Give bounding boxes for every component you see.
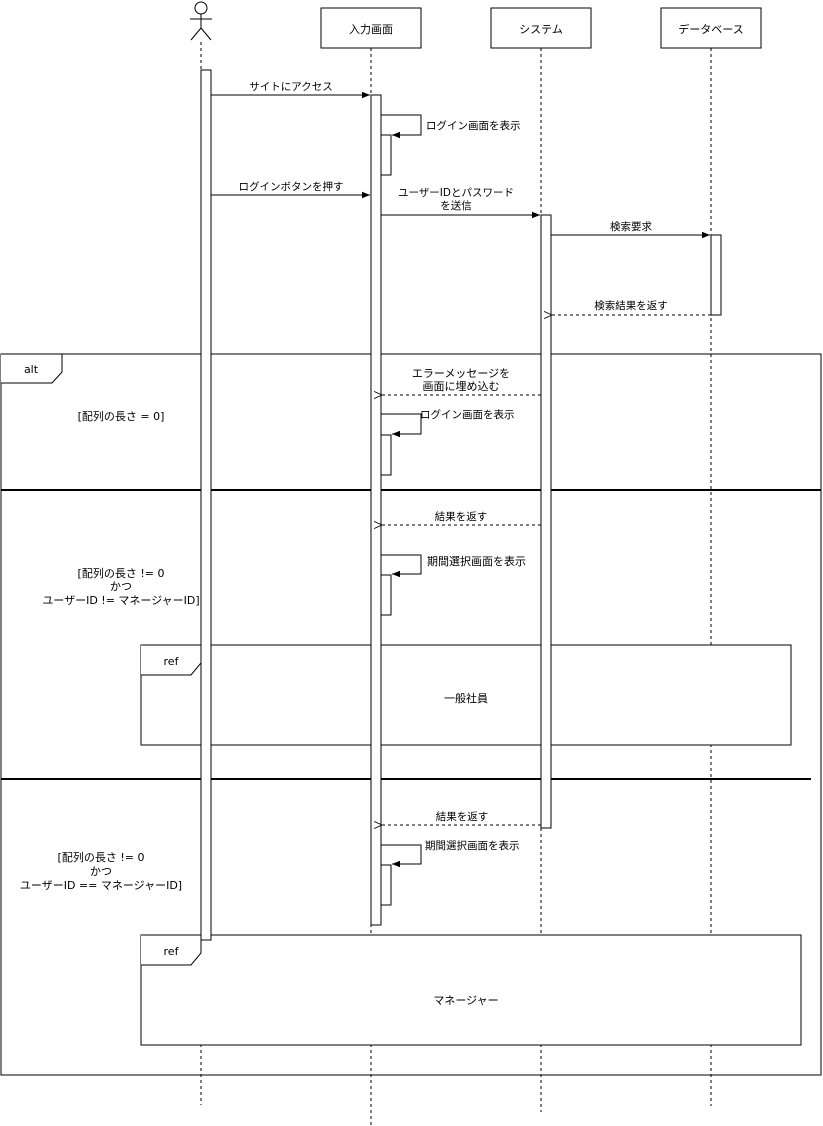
- self-activation-period-2: [380, 864, 392, 906]
- participant-system-label: システム: [519, 23, 563, 36]
- msg-search-request-label: 検索要求: [610, 220, 652, 233]
- participant-input-screen-label: 入力画面: [349, 23, 393, 36]
- msg-return-result-1-label: 結果を返す: [435, 510, 488, 523]
- alt-guard-3-line-2: かつ: [90, 865, 112, 878]
- participant-database: データベース: [660, 7, 762, 49]
- alt-guard-3-line-3: ユーザーID == マネージャーID]: [20, 879, 182, 892]
- msg-show-period-1-label: 期間選択画面を表示: [427, 554, 526, 568]
- alt-guard-2-line-2: かつ: [110, 580, 132, 593]
- msg-return-result-2-label: 結果を返す: [436, 810, 489, 823]
- system-activation: [540, 214, 552, 829]
- msg-access-site-label: サイトにアクセス: [249, 81, 332, 93]
- msg-return-search: 検索結果を返す: [552, 299, 711, 315]
- self-activation-login-1: [380, 134, 392, 176]
- msg-return-result-1: 結果を返す: [382, 510, 541, 525]
- alt-guard-2: [配列の長さ != 0 かつ ユーザーID != マネージャーID]: [42, 566, 199, 607]
- alt-guard-2-line-3: ユーザーID != マネージャーID]: [42, 594, 199, 607]
- msg-show-login-1-label: ログイン画面を表示: [426, 119, 521, 132]
- database-activation: [710, 234, 722, 316]
- participant-database-label: データベース: [678, 22, 743, 36]
- msg-show-login-2-label: ログイン画面を表示: [420, 408, 515, 421]
- msg-send-credentials-label-1: ユーザーIDとパスワード: [398, 187, 514, 199]
- msg-search-request: 検索要求: [551, 220, 710, 239]
- alt-guard-3-line-1: [配列の長さ != 0: [58, 850, 145, 864]
- alt-frame: alt: [0, 353, 822, 1076]
- alt-guard-3: [配列の長さ != 0 かつ ユーザーID == マネージャーID]: [20, 850, 182, 892]
- msg-show-login-1: ログイン画面を表示: [381, 114, 521, 139]
- msg-return-result-2: 結果を返す: [382, 810, 541, 825]
- participant-system: システム: [490, 7, 592, 49]
- msg-show-login-2: ログイン画面を表示: [381, 408, 515, 438]
- ref-frame-manager: ref マネージャー: [140, 934, 802, 1046]
- alt-label: alt: [24, 363, 39, 376]
- msg-press-login: ログインボタンを押す: [211, 180, 370, 199]
- ref1-name: 一般社員: [444, 691, 488, 705]
- ref-frame-general: ref 一般社員: [140, 644, 792, 746]
- ref2-label: ref: [164, 945, 180, 958]
- msg-show-period-1: 期間選択画面を表示: [381, 554, 526, 578]
- actor-figure: [190, 1, 212, 41]
- self-activation-period-1: [380, 574, 392, 616]
- msg-embed-error-label-1: エラーメッセージを: [412, 367, 510, 380]
- msg-press-login-label: ログインボタンを押す: [239, 180, 344, 193]
- msg-embed-error-label-2: 画面に埋め込む: [423, 380, 500, 393]
- msg-access-site: サイトにアクセス: [211, 81, 370, 99]
- msg-show-period-2: 期間選択画面を表示: [381, 839, 520, 868]
- alt-guard-2-line-1: [配列の長さ != 0: [78, 566, 165, 580]
- msg-send-credentials: ユーザーIDとパスワード を送信: [381, 187, 540, 219]
- alt-guard-1: [配列の長さ = 0]: [78, 409, 165, 423]
- msg-return-search-label: 検索結果を返す: [594, 299, 668, 312]
- msg-embed-error: エラーメッセージを 画面に埋め込む: [382, 367, 541, 395]
- msg-send-credentials-label-2: を送信: [440, 199, 472, 212]
- self-activation-login-2: [380, 434, 392, 476]
- participant-input-screen: 入力画面: [320, 7, 422, 49]
- actor-activation: [200, 69, 212, 941]
- msg-show-period-2-label: 期間選択画面を表示: [425, 839, 520, 852]
- input-screen-activation: [370, 94, 382, 926]
- ref1-label: ref: [164, 655, 180, 668]
- ref2-name: マネージャー: [433, 994, 498, 1007]
